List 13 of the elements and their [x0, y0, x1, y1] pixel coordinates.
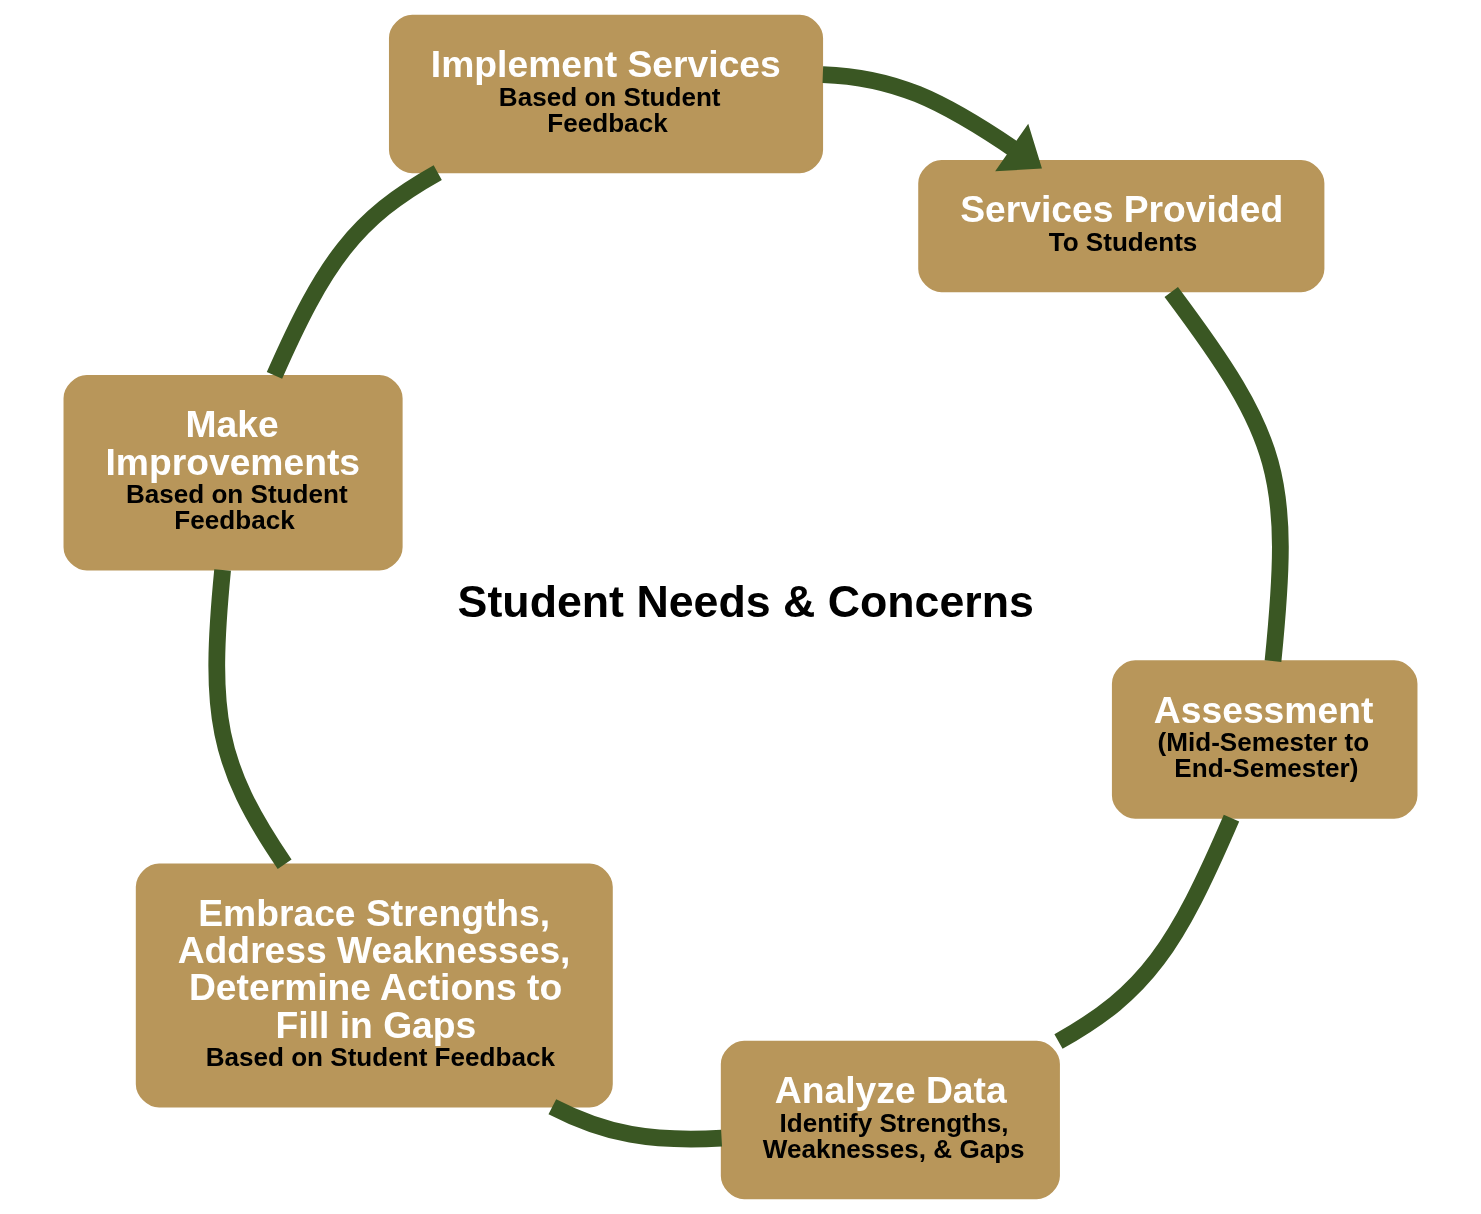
node-box: Analyze Data Identify Strengths, Weaknesses, & Gaps	[720, 1040, 1060, 1200]
connector	[1054, 814, 1240, 1049]
connector	[208, 569, 292, 869]
label: Student Needs & Concerns	[457, 576, 1034, 626]
node-box: Implement Services Based on Student Feedback	[388, 14, 824, 174]
arrow	[822, 66, 1042, 172]
node-box: Services Provided To Students	[918, 160, 1325, 293]
node-box: Embrace Strengths, Address Weaknesses, Determine Actions to Fill in Gaps Based on Student Feedback	[135, 863, 613, 1108]
node-box: Make Improvements Based on Student Feedback	[63, 374, 403, 571]
connector	[1164, 286, 1289, 662]
connector	[548, 1099, 722, 1148]
node-box: Assessment (Mid-Semester to End-Semester)	[1111, 660, 1418, 819]
connector	[266, 165, 442, 379]
